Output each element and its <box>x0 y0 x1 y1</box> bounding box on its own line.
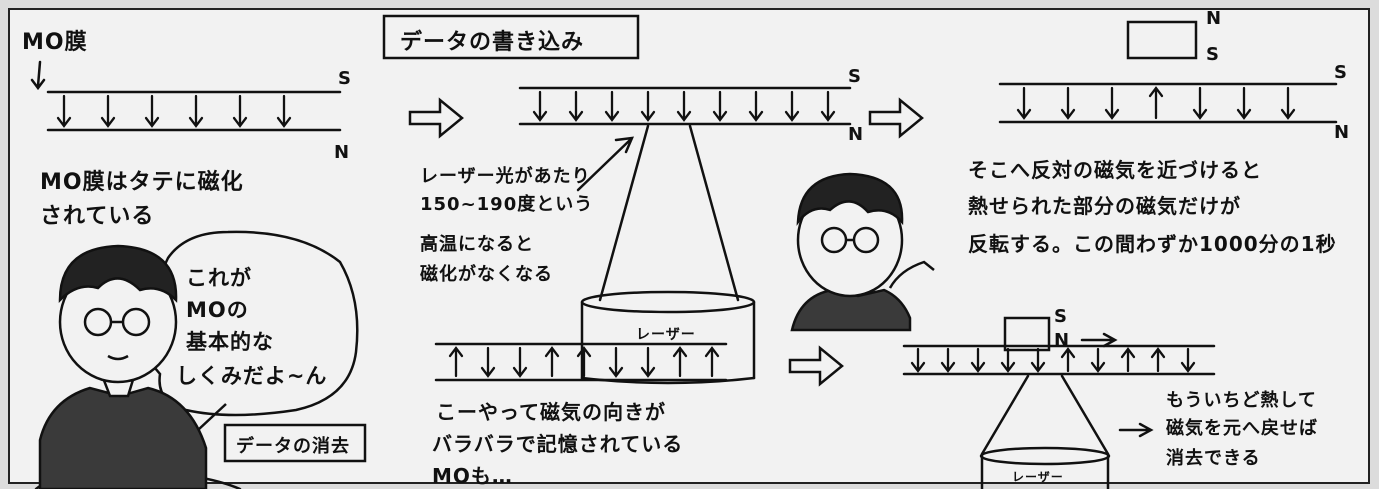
magnet-arrow-writing-down <box>604 90 620 122</box>
panel2-pole-n: N <box>848 124 865 145</box>
magnet-arrow-reversed-down <box>1060 86 1076 120</box>
bubble-line-4: しくみだよ~ん <box>176 364 328 388</box>
data-erase-label-box <box>223 423 367 463</box>
erase-magnet-pole-s: S <box>1054 306 1068 327</box>
magnet-arrow-writing-down <box>712 90 728 122</box>
data-write-label: データの書き込み <box>400 30 585 55</box>
bubble-line-2: MOの <box>186 298 249 322</box>
panel2-pole-s: S <box>848 66 862 87</box>
caption-laser-heat-2: 150~190度という <box>420 194 594 215</box>
caption-laser-heat-3: 高温になると <box>420 234 534 255</box>
erase-magnet <box>1003 316 1051 352</box>
caption-erase-1: もういちど熱して <box>1166 390 1317 411</box>
erase-magnet-move-arrow <box>1080 332 1118 348</box>
panel1-pole-s: S <box>338 68 352 89</box>
bubble-line-1: これが <box>186 266 252 290</box>
magnet-arrow-erasing-down <box>940 347 956 373</box>
caption-laser-heat-1: レーザー光があたり <box>420 166 591 187</box>
magnet-arrow-initial-down <box>276 94 292 128</box>
magnet-arrow-writing-down <box>676 90 692 122</box>
reverse-magnet <box>1126 20 1198 60</box>
mo-film-pointer-arrow <box>30 60 46 91</box>
magnet-arrow-initial-down <box>144 94 160 128</box>
magnet-arrow-erasing-up <box>1120 347 1136 373</box>
caption-memory-2: バラバラで記憶されている <box>432 432 684 456</box>
flow-arrow-1 <box>408 97 464 139</box>
magnet-arrow-writing-down <box>784 90 800 122</box>
presenter-character-left <box>38 244 227 489</box>
caption-memory-3: MOも… <box>432 464 513 488</box>
caption-memory-1: こーやって磁気の向きが <box>436 400 666 424</box>
magnet-arrow-erasing-down <box>910 347 926 373</box>
presenter-character-middle <box>790 172 935 332</box>
data-erase-label: データの消去 <box>236 436 350 457</box>
data-write-label-box <box>382 14 640 60</box>
magnet-arrow-reversed-down <box>1104 86 1120 120</box>
bubble-line-3: 基本的な <box>186 330 274 354</box>
magnet-arrow-stored-up <box>672 346 688 378</box>
caption-laser-heat-4: 磁化がなくなる <box>420 264 553 285</box>
magnet-arrow-erasing-down <box>1090 347 1106 373</box>
magnet-arrow-writing-down <box>640 90 656 122</box>
panel3-pole-s: S <box>1334 62 1348 83</box>
magnet-arrow-initial-down <box>56 94 72 128</box>
laser-beam-left <box>598 124 650 302</box>
magnet-arrow-initial-down <box>188 94 204 128</box>
panel3-pole-n: N <box>1334 122 1351 143</box>
magnet-arrow-stored-down <box>512 346 528 378</box>
erase-laser-beam-left <box>980 374 1030 456</box>
magnet-arrow-stored-down <box>640 346 656 378</box>
magnet-arrow-initial-down <box>100 94 116 128</box>
magnet-arrow-erasing-up <box>1060 347 1076 373</box>
magnet-arrow-stored-down <box>608 346 624 378</box>
magnet-arrow-stored-up <box>576 346 592 378</box>
magnet-pole-s: S <box>1206 44 1220 65</box>
erase-laser-lens <box>979 446 1111 466</box>
magnet-arrow-erasing-down <box>1180 347 1196 373</box>
magnet-arrow-stored-up <box>448 346 464 378</box>
magnet-arrow-writing-down <box>568 90 584 122</box>
mo-film-label: MO膜 <box>22 30 88 55</box>
panel1-pole-n: N <box>334 142 351 163</box>
magnet-arrow-erasing-down <box>1000 347 1016 373</box>
laser-beam-right <box>688 124 740 302</box>
magnet-arrow-reversed-up <box>1148 86 1164 120</box>
magnet-arrow-writing-down <box>532 90 548 122</box>
magnet-arrow-erasing-down <box>970 347 986 373</box>
caption-reverse-1: そこへ反対の磁気を近づけると <box>968 158 1262 182</box>
caption-mo-magnetized-1: MO膜はタテに磁化 <box>40 170 244 195</box>
magnet-arrow-reversed-down <box>1016 86 1032 120</box>
magnet-arrow-reversed-down <box>1192 86 1208 120</box>
magnet-pole-n: N <box>1206 8 1223 29</box>
laser-lens-top <box>580 290 756 314</box>
magnet-arrow-stored-up <box>704 346 720 378</box>
caption-erase-2: 磁気を元へ戻せば <box>1166 418 1318 439</box>
magnet-arrow-stored-down <box>480 346 496 378</box>
caption-reverse-2: 熱せられた部分の磁気だけが <box>968 194 1241 218</box>
flow-arrow-3 <box>788 345 844 387</box>
magnet-arrow-erasing-up <box>1150 347 1166 373</box>
magnet-arrow-writing-down <box>748 90 764 122</box>
caption-reverse-3: 反転する。この間わずか1000分の1秒 <box>968 232 1337 256</box>
magnet-arrow-stored-up <box>544 346 560 378</box>
magnet-arrow-erasing-down <box>1030 347 1046 373</box>
magnet-arrow-initial-down <box>232 94 248 128</box>
erase-pointer-arrow <box>1118 422 1154 438</box>
laser-label: レーザー <box>636 327 696 343</box>
magnet-arrow-writing-down <box>820 90 836 122</box>
laser-pointer-arrow <box>576 136 635 192</box>
erase-laser-beam-right <box>1060 374 1110 456</box>
flow-arrow-2 <box>868 97 924 139</box>
caption-mo-magnetized-2: されている <box>40 204 155 229</box>
magnet-arrow-reversed-down <box>1280 86 1296 120</box>
caption-erase-3: 消去できる <box>1166 448 1261 469</box>
erase-laser-label: レーザー <box>1012 470 1064 484</box>
erase-magnet-pole-n: N <box>1054 330 1071 351</box>
magnet-arrow-reversed-down <box>1236 86 1252 120</box>
